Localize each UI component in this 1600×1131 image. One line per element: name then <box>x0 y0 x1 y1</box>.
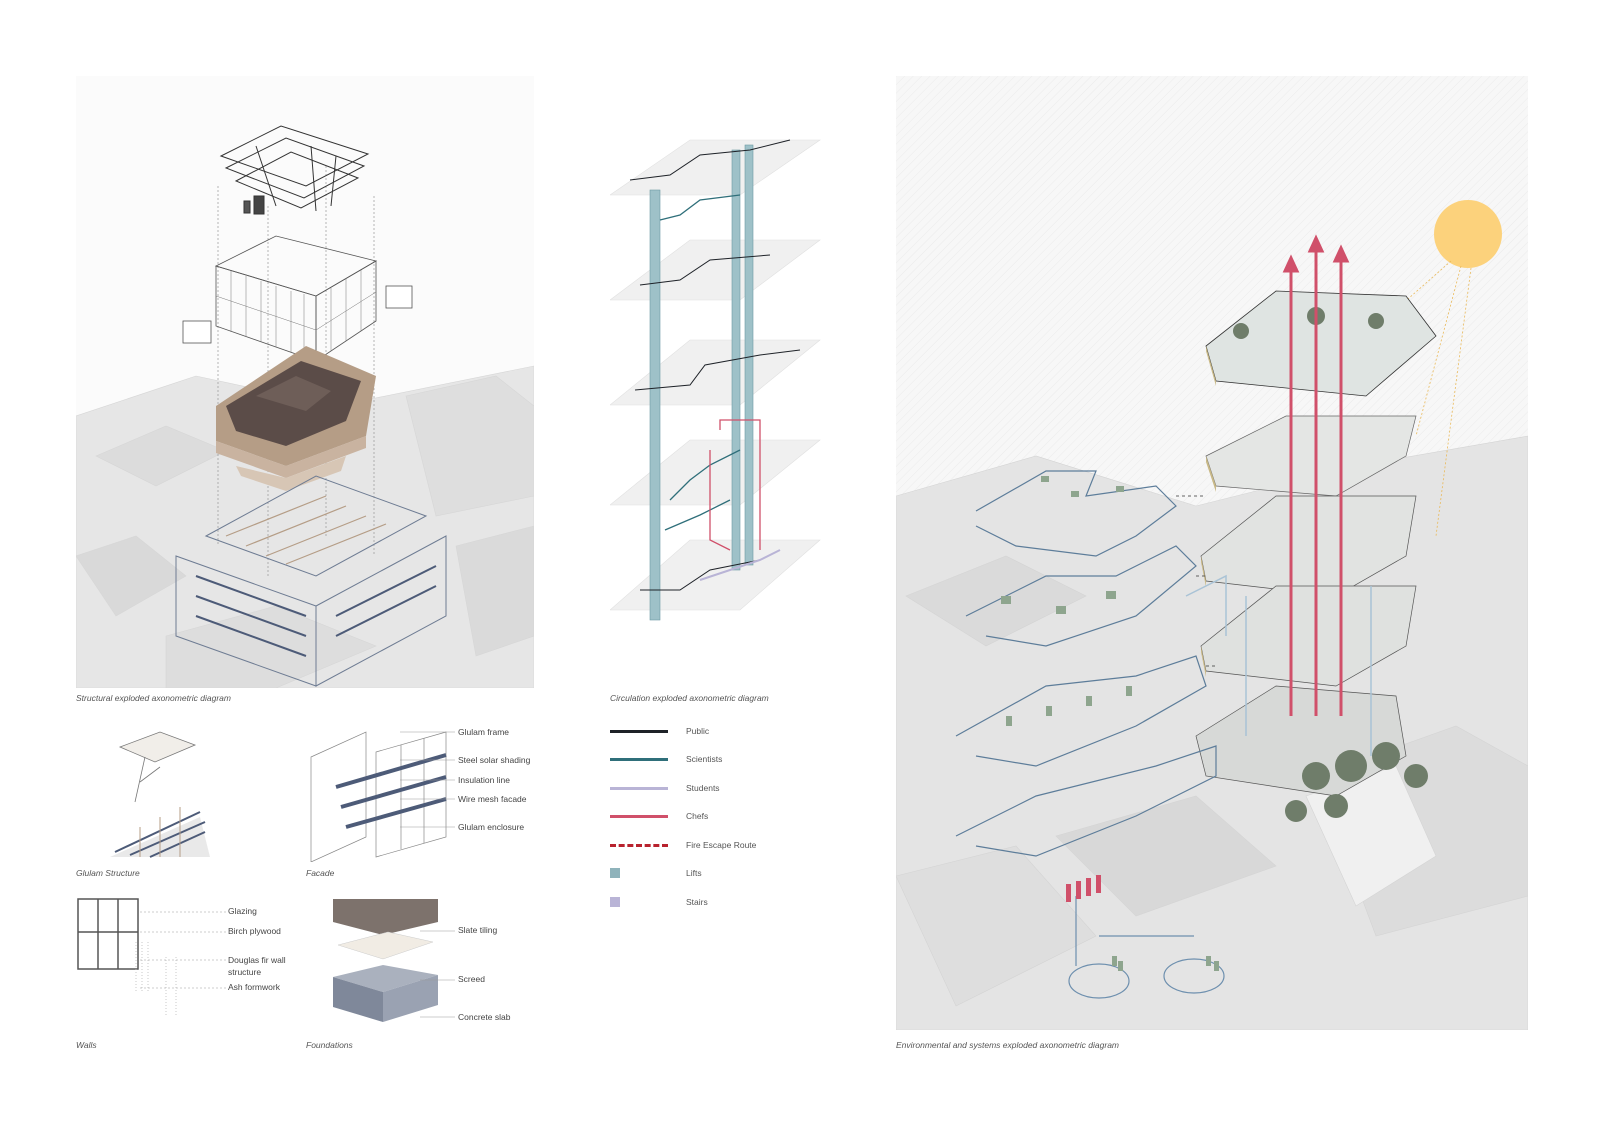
legend-swatch-lifts <box>610 868 620 878</box>
legend-swatch-stairs <box>610 897 620 907</box>
foundations-annotation-2: Screed <box>458 974 485 984</box>
legend-item-students: Students <box>610 781 720 795</box>
water-tank <box>1066 875 1101 902</box>
tower-floors <box>1195 290 1437 822</box>
glulam-detail <box>100 727 212 862</box>
facade-detail <box>306 727 456 862</box>
furniture-blocks <box>1001 476 1132 726</box>
legend-swatch-chefs <box>610 814 668 818</box>
city-backdrop <box>76 365 534 688</box>
foundations-annotation-3: Concrete slab <box>458 1012 511 1022</box>
legend-label-students: Students <box>686 783 720 793</box>
walls-leaders <box>140 911 226 989</box>
facade-annotation-2: Steel solar shading <box>458 755 531 765</box>
legend-swatch-scientists <box>610 757 668 761</box>
walls-detail <box>76 897 226 1022</box>
rainwater-system <box>1068 896 1225 999</box>
facade-annotation-5: Glulam enclosure <box>458 822 525 832</box>
legend-label-lifts: Lifts <box>686 868 702 878</box>
facade-leaders <box>400 731 455 828</box>
glulam-structure <box>175 475 447 687</box>
walls-annotation-4: Ash formwork <box>228 982 280 992</box>
floor-plates <box>610 139 821 611</box>
roof-garden <box>1205 290 1437 397</box>
legend-swatch-students <box>610 786 668 790</box>
foundations-annotation-1: Slate tiling <box>458 925 498 935</box>
public-routes <box>629 139 801 591</box>
walls-caption: Walls <box>76 1040 97 1050</box>
student-routes <box>699 549 781 581</box>
legend-item-scientists: Scientists <box>610 752 722 766</box>
furniture-plans <box>955 470 1217 857</box>
roof-frame <box>219 125 370 215</box>
legend-label-chefs: Chefs <box>686 811 709 821</box>
legend-item-public: Public <box>610 724 709 738</box>
scientist-routes <box>659 194 741 531</box>
foundations-caption: Foundations <box>306 1040 353 1050</box>
environmental-caption: Environmental and systems exploded axono… <box>896 1040 1120 1050</box>
walls-annotation-1: Glazing <box>228 906 257 916</box>
walls-annotation-3: Douglas fir wall structure <box>228 955 286 977</box>
facade-caption: Facade <box>306 868 335 878</box>
circulation-legend: Public Scientists Students Chefs Fire Es… <box>610 724 810 914</box>
facade-annotation-3: Insulation line <box>458 775 510 785</box>
roof-tiles <box>216 346 376 491</box>
structural-diagram <box>76 76 534 688</box>
facade-frame <box>182 235 413 362</box>
legend-label-public: Public <box>686 726 710 736</box>
legend-item-lifts: Lifts <box>610 866 702 880</box>
legend-label-stairs: Stairs <box>686 897 708 907</box>
legend-label-scientists: Scientists <box>686 754 723 764</box>
facade-annotation-1: Glulam frame <box>458 727 510 737</box>
floor-2 <box>1200 495 1417 597</box>
floor-3 <box>1205 415 1417 497</box>
legend-item-fire-escape: Fire Escape Route <box>610 838 756 852</box>
chef-routes <box>709 419 761 551</box>
legend-swatch-public <box>610 729 668 733</box>
ventilation-risers <box>1282 234 1350 716</box>
glulam-caption: Glulam Structure <box>76 868 140 878</box>
foundations-leaders <box>420 930 455 1018</box>
walls-annotation-2: Birch plywood <box>228 926 281 936</box>
legend-swatch-fire-escape <box>610 843 668 847</box>
legend-label-fire-escape: Fire Escape Route <box>686 840 757 850</box>
ground-floor <box>1195 685 1428 822</box>
foundations-detail <box>328 897 440 1027</box>
environmental-diagram <box>896 76 1528 1030</box>
circulation-caption: Circulation exploded axonometric diagram <box>610 693 769 703</box>
structural-caption: Structural exploded axonometric diagram <box>76 693 231 703</box>
circulation-diagram <box>610 120 830 640</box>
legend-item-stairs: Stairs <box>610 895 708 909</box>
floor-1 <box>1200 585 1417 687</box>
water-pipes <box>1185 574 1372 756</box>
sun <box>1434 200 1502 268</box>
facade-annotation-4: Wire mesh facade <box>458 794 527 804</box>
legend-item-chefs: Chefs <box>610 809 708 823</box>
